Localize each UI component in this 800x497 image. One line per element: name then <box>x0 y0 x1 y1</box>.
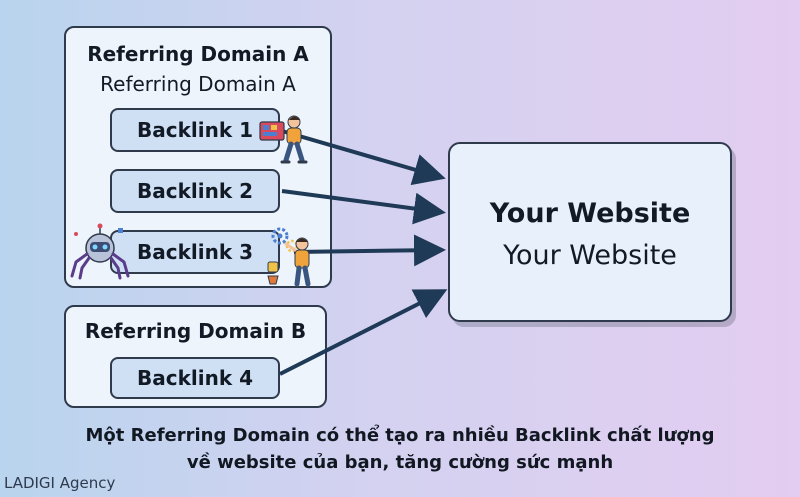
arrow-backlink-4 <box>279 289 448 376</box>
backlink-2: Backlink 2 <box>110 169 280 213</box>
arrow-backlink-1 <box>281 129 446 186</box>
brand-watermark: LADIGI Agency <box>4 474 116 492</box>
caption-line-2: về website của bạn, tăng cường sức mạnh <box>186 452 614 473</box>
arrow-backlink-2 <box>281 189 446 225</box>
person-with-gears-icon <box>267 227 311 287</box>
domain-a-title: Referring Domain A <box>87 42 309 66</box>
domain-b-title: Referring Domain B <box>84 319 307 343</box>
robot-spider-icon <box>70 223 130 280</box>
website-title: Your Website <box>489 198 691 229</box>
your-website-box: Your Website Your Website <box>448 142 732 322</box>
person-carrying-box-icon <box>259 115 308 164</box>
caption-line-1: Một Referring Domain có thể tạo ra nhiều… <box>85 425 715 446</box>
referring-domain-b-box: Referring Domain B Backlink 4 <box>64 305 327 408</box>
domain-a-subtitle: Referring Domain A <box>100 72 296 96</box>
backlink-3: Backlink 3 <box>110 230 280 274</box>
website-subtitle: Your Website <box>503 240 677 271</box>
backlink-4: Backlink 4 <box>110 357 280 399</box>
arrow-backlink-3 <box>293 234 446 267</box>
